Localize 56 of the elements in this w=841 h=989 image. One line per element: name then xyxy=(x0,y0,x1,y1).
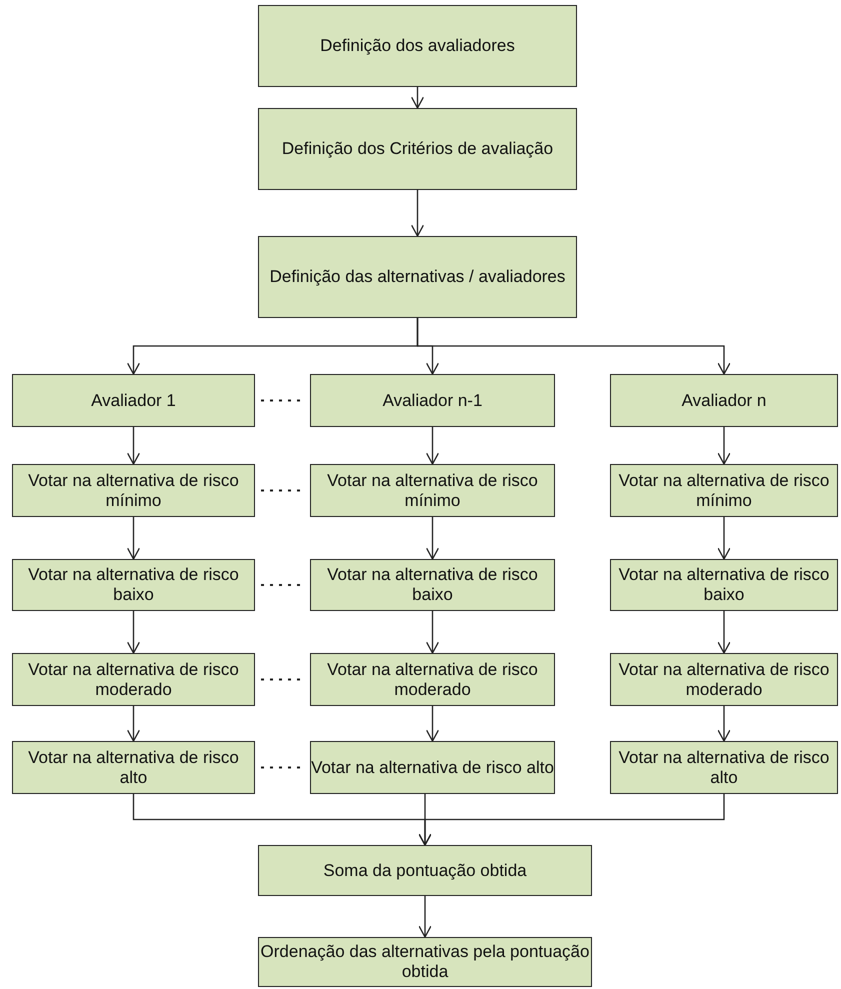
process-box xyxy=(310,653,555,706)
arrow xyxy=(717,427,731,465)
arrow xyxy=(717,517,731,560)
arrow xyxy=(416,318,731,375)
box-label: Votar na alternativa de risco baixo xyxy=(618,565,830,605)
box-label: Definição das alternativas / avaliadores xyxy=(270,267,566,287)
process-box xyxy=(310,464,555,517)
process-box xyxy=(12,464,255,517)
box-label: Votar na alternativa de risco moderado xyxy=(326,660,539,700)
arrow xyxy=(410,190,424,237)
box-label: Avaliador n-1 xyxy=(382,390,482,410)
process-box xyxy=(258,5,577,87)
arrow xyxy=(426,706,440,742)
process-box xyxy=(310,374,555,427)
arrow xyxy=(426,611,440,654)
arrow xyxy=(418,794,725,846)
process-box xyxy=(12,559,255,611)
box-label: Definição dos Critérios de avaliação xyxy=(282,139,554,159)
process-box xyxy=(258,236,577,318)
box-label: Votar na alternativa de risco alto xyxy=(311,758,554,778)
box-label: Votar na alternativa de risco moderado xyxy=(618,660,830,700)
box-label: Avaliador n xyxy=(682,390,766,410)
arrow xyxy=(410,87,424,109)
process-box xyxy=(12,741,255,794)
box-label: Votar na alternativa de risco mínimo xyxy=(618,470,830,510)
process-box xyxy=(258,108,577,190)
arrow xyxy=(126,611,140,654)
process-box xyxy=(610,464,838,517)
arrow xyxy=(426,517,440,560)
box-label: Votar na alternativa de risco mínimo xyxy=(27,470,240,510)
process-box xyxy=(610,741,838,794)
process-box xyxy=(610,374,838,427)
arrow xyxy=(418,896,432,938)
box-label: Avaliador 1 xyxy=(91,390,176,410)
box-label: Soma da pontuação obtida xyxy=(323,860,527,880)
process-box xyxy=(12,653,255,706)
arrow xyxy=(126,517,140,560)
box-label: Votar na alternativa de risco baixo xyxy=(27,565,240,605)
box-label: Definição dos avaliadores xyxy=(320,36,515,56)
arrow xyxy=(126,427,140,465)
process-box xyxy=(12,374,255,427)
arrow xyxy=(717,611,731,654)
process-box xyxy=(310,559,555,611)
box-label: Ordenação das alternativas pela pontuação obtida xyxy=(260,942,590,982)
box-label: Votar na alternativa de risco alto xyxy=(618,748,830,788)
box-label: Votar na alternativa de risco alto xyxy=(27,748,240,788)
box-label: Votar na alternativa de risco moderado xyxy=(27,660,240,700)
arrow xyxy=(717,706,731,742)
process-box xyxy=(258,845,592,896)
box-label: Votar na alternativa de risco mínimo xyxy=(326,470,539,510)
process-box xyxy=(610,653,838,706)
process-box xyxy=(310,741,555,794)
process-box xyxy=(610,559,838,611)
box-label: Votar na alternativa de risco baixo xyxy=(326,565,539,605)
arrow xyxy=(126,706,140,742)
arrow xyxy=(426,427,440,465)
